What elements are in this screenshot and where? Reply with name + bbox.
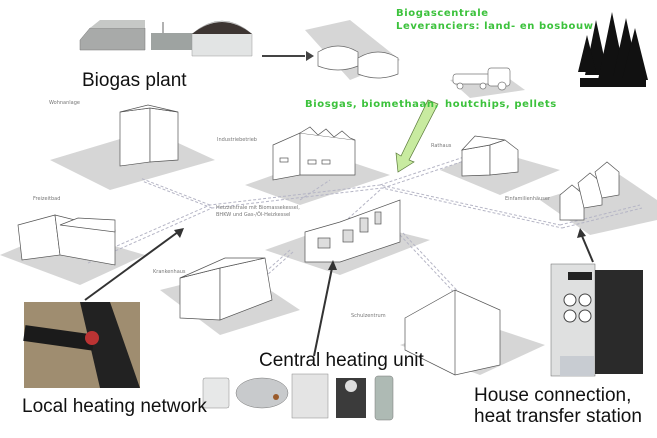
building-schulzentrum (404, 289, 501, 376)
label-industriebetrieb: Industriebetrieb (217, 137, 257, 143)
tractor-icon (452, 67, 511, 91)
label-krankenhaus: Krankenhaus (153, 269, 186, 275)
label-leveranciers: Leveranciers: land- en bosbouw (396, 21, 594, 32)
pipe-main (84, 184, 561, 261)
label-house-connection-2: heat transfer station (474, 406, 642, 427)
label-local-heating-network: Local heating network (22, 396, 207, 417)
building-krankenhaus (179, 257, 273, 321)
label-rathaus: Rathaus (431, 143, 452, 149)
arrow-network (84, 228, 184, 301)
building-heizzentrale (304, 199, 401, 263)
biogas-plant-illustration (79, 20, 253, 57)
label-central-heating-unit: Central heating unit (259, 350, 424, 371)
label-schulzentrum: Schulzentrum (351, 313, 386, 319)
local-heating-network-photo (23, 302, 140, 388)
heating-products (202, 373, 394, 421)
label-biogas-plant: Biogas plant (82, 70, 187, 91)
building-rathaus (461, 135, 519, 177)
label-wohnanlage: Wohnanlage (49, 100, 80, 106)
label-houtchips: houtchips, pellets (445, 99, 557, 110)
forest-icon (578, 12, 648, 87)
heat-transfer-station (550, 263, 643, 377)
building-einfamilienhaeuser (559, 161, 620, 221)
label-freizeitbad: Freizeitbad (33, 196, 61, 202)
biogascentrale-domes (317, 45, 399, 79)
arrow-plant-to-centrale (262, 51, 314, 61)
building-wohnanlage (119, 104, 179, 167)
arrow-house-connection (577, 228, 594, 263)
building-industriebetrieb (272, 126, 356, 181)
label-heizzentrale-2: BHKW und Gas-/Öl-Heizkessel (216, 212, 291, 218)
label-einfamilienhaeuser: Einfamilienhäuser (505, 196, 550, 202)
arrow-central-heating (313, 260, 337, 357)
label-biogascentrale: Biogascentrale (396, 8, 489, 19)
label-house-connection-1: House connection, (474, 385, 632, 406)
building-freizeitbad (17, 214, 116, 266)
label-biosgas: Biosgas, biomethaan, (305, 99, 439, 110)
green-supply-arrow (395, 99, 439, 173)
label-heizzentrale-1: Heizzentrale mit Biomassekessel, (216, 205, 300, 211)
